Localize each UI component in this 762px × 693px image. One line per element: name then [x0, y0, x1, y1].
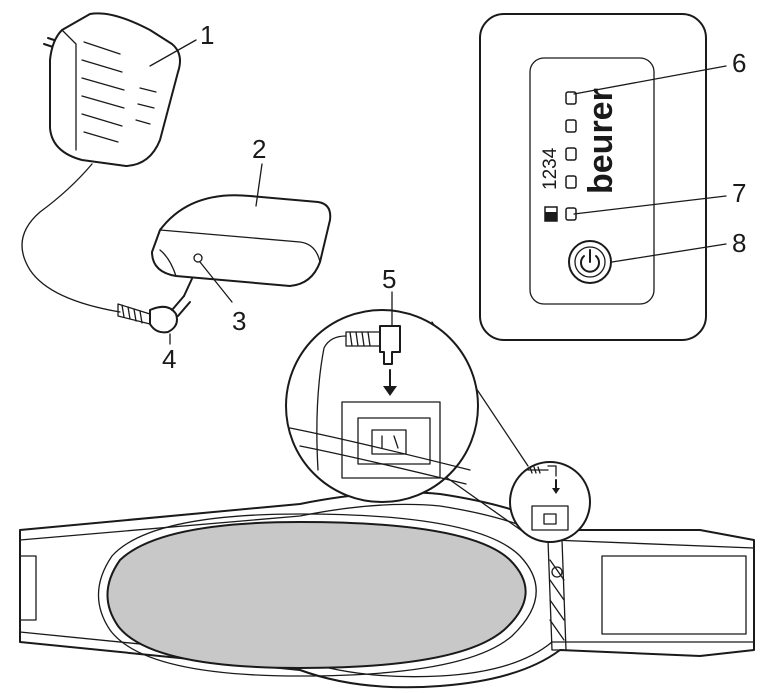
- callout-3: 3: [232, 306, 246, 336]
- callout-8: 8: [732, 228, 746, 258]
- level-led-2: [565, 147, 577, 161]
- small-magnifier: [509, 461, 591, 543]
- callout-5: 5: [382, 264, 396, 294]
- remote-controller: 1234 beurer: [479, 13, 707, 341]
- level-labels: 1234: [540, 147, 561, 190]
- large-magnifier: [285, 309, 479, 503]
- callout-leaders: [149, 39, 727, 345]
- socket-icon: [193, 253, 203, 263]
- level-led-4: [565, 91, 577, 105]
- control-unit: [151, 194, 332, 287]
- callout-6: 6: [732, 48, 746, 78]
- heating-pad: [106, 520, 527, 670]
- belt: [19, 491, 755, 689]
- battery-icon: [544, 206, 558, 222]
- callout-2: 2: [252, 134, 266, 164]
- callout-4: 4: [162, 344, 176, 374]
- callout-1: 1: [200, 20, 214, 50]
- level-led-1: [565, 175, 577, 189]
- power-icon: [580, 249, 600, 273]
- callout-numbers: 1 2 3 4 5 6 7 8: [162, 20, 746, 374]
- callout-7: 7: [732, 178, 746, 208]
- level-led-3: [565, 119, 577, 133]
- brand-logo: beurer: [582, 88, 620, 194]
- power-adapter: [21, 12, 200, 334]
- power-button[interactable]: [568, 240, 612, 284]
